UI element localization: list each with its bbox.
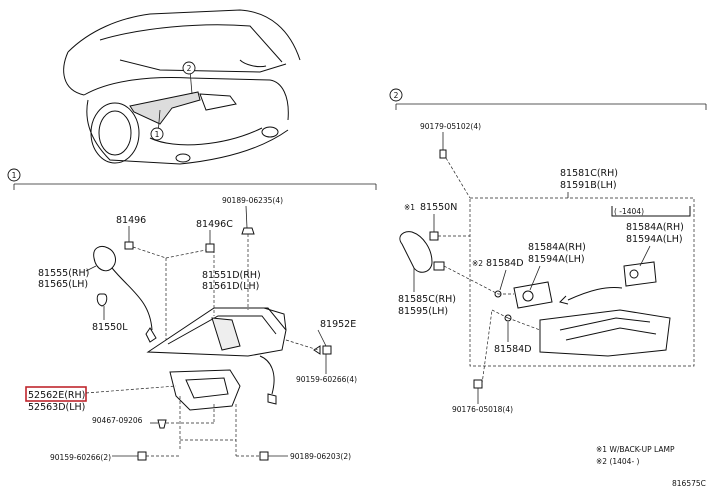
nut-81952e-part [313,345,332,355]
bolt-top-part [241,205,255,235]
label-bolt-90179-05102: 90179-05102(4) [420,122,481,131]
clip-part [150,419,167,429]
label-mark-1: ※1 [404,203,415,212]
section-2-frame: 2 [389,88,707,110]
label-81594a-lh-top: 81594A(LH) [626,234,683,245]
label-bolt-90189-06235: 90189-06235(4) [222,196,283,205]
reflector-81584a-top [611,206,691,287]
socket-wire-part [85,245,157,343]
label-socket-81585c-rh: 81585C(RH) [398,294,456,305]
section-2-leader-lines [438,157,651,385]
reflector-81584a [513,281,553,309]
label-bulb-81550l: 81550L [92,322,128,333]
label-clip-90467-09206: 90467-09206 [92,416,143,425]
label-lamp-81591b-lh: 81591B(LH) [560,180,617,191]
bulb-81550n-part [429,214,439,241]
tail-lamp-assembly [146,307,287,357]
label-bolt-90176-05018: 90176-05018(4) [452,405,513,414]
label-nut-90159-60266-2: 90159-60266(2) [50,453,111,462]
note-1: ※1 W/BACK-UP LAMP [596,445,675,454]
label-socket-81595-lh: 81595(LH) [398,306,448,317]
bolt-90176-part [473,379,483,404]
callout-1-car: 1 [150,127,164,141]
callout-2-car: 2 [182,61,196,75]
label-81584a-rh: 81584A(RH) [528,242,586,253]
bulb-81550l-part [96,293,108,320]
label-81952e: 81952E [320,319,356,330]
label-81584d-upper: 81584D [486,258,524,269]
grommet-81496 [124,226,134,250]
label-bolt-90189-06203: 90189-06203(2) [290,452,351,461]
arrow-indicator [559,287,623,305]
figure-id: 816575C [672,479,706,488]
label-52563d-lh: 52563D(LH) [28,402,85,413]
label-81496c: 81496C [196,219,233,230]
label-81584d-lower: 81584D [494,344,532,355]
label-mark-2: ※2 [472,259,483,268]
label-lamp-81581c-rh: 81581C(RH) [560,168,618,179]
fastener-81584d-lower [504,314,512,322]
label-81594a-lh: 81594A(LH) [528,254,585,265]
label-lamp-81561d-lh: 81561D(LH) [202,281,259,292]
label-socket-81565-lh: 81565(LH) [38,279,88,290]
section-1-frame: 1 [7,168,377,190]
label-81496: 81496 [116,215,146,226]
label-lamp-81551d-rh: 81551D(RH) [202,270,261,281]
label-date-range: ( -1404) [614,207,644,216]
lamp-81581c-housing [469,197,695,367]
bracket-52562e-part [169,355,277,411]
label-socket-81555-rh: 81555(RH) [38,268,89,279]
fastener-bottom-right [259,451,269,461]
note-2: ※2 (1404- ) [596,457,640,466]
label-nut-90159-60266-4: 90159-60266(4) [296,375,357,384]
label-81584a-rh-top: 81584A(RH) [626,222,684,233]
grommet-81496c [205,230,215,253]
car-rear-illustration [63,9,301,165]
svg-text:1: 1 [12,171,17,180]
label-52562e-rh: 52562E(RH) [28,390,85,401]
svg-text:1: 1 [155,130,160,139]
label-bulb-81550n: 81550N [420,202,457,213]
highlight-box [25,386,87,402]
bolt-90179-part [439,132,447,159]
svg-text:2: 2 [394,91,399,100]
svg-text:2: 2 [187,64,192,73]
section-1-leader-lines [85,234,327,457]
fastener-bottom-left [137,451,147,461]
socket-81585c-part [399,231,445,292]
